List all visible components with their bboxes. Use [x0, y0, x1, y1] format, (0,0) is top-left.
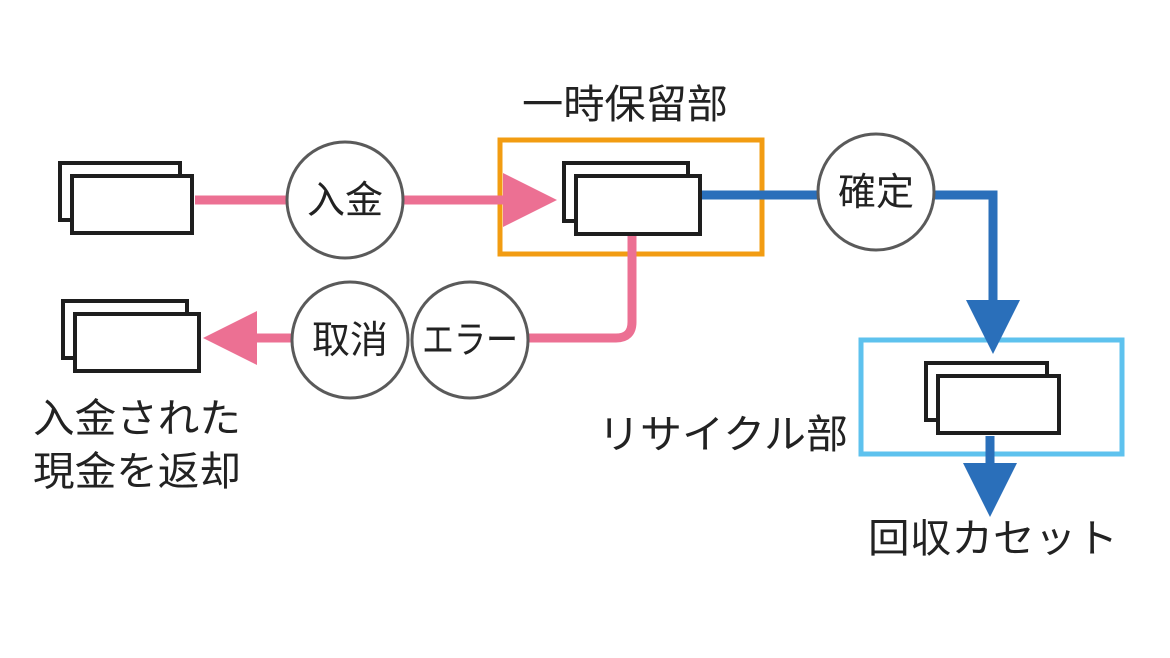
confirm-flow-line-2 — [934, 190, 1020, 354]
node-error: エラー — [410, 280, 530, 400]
return-flow-line — [528, 236, 637, 343]
deposit-bills-icon — [58, 161, 194, 235]
node-error-label: エラー — [422, 318, 518, 362]
node-deposit-label: 入金 — [307, 178, 383, 222]
held-bills-icon — [562, 161, 702, 236]
returned-cash-label-line2: 現金を返却 — [33, 449, 241, 495]
node-deposit: 入金 — [285, 140, 405, 260]
collection-label: 回収カセット — [868, 516, 1118, 562]
temp-hold-label: 一時保留部 — [522, 82, 728, 128]
returned-bills-icon — [61, 299, 201, 373]
node-cancel: 取消 — [290, 280, 410, 400]
recycle-label: リサイクル部 — [598, 412, 848, 458]
node-confirm: 確定 — [816, 132, 936, 252]
recycle-bills-icon — [924, 361, 1061, 435]
returned-cash-label-line1: 入金された — [33, 396, 241, 442]
node-confirm-label: 確定 — [838, 170, 914, 214]
node-cancel-label: 取消 — [312, 318, 388, 362]
